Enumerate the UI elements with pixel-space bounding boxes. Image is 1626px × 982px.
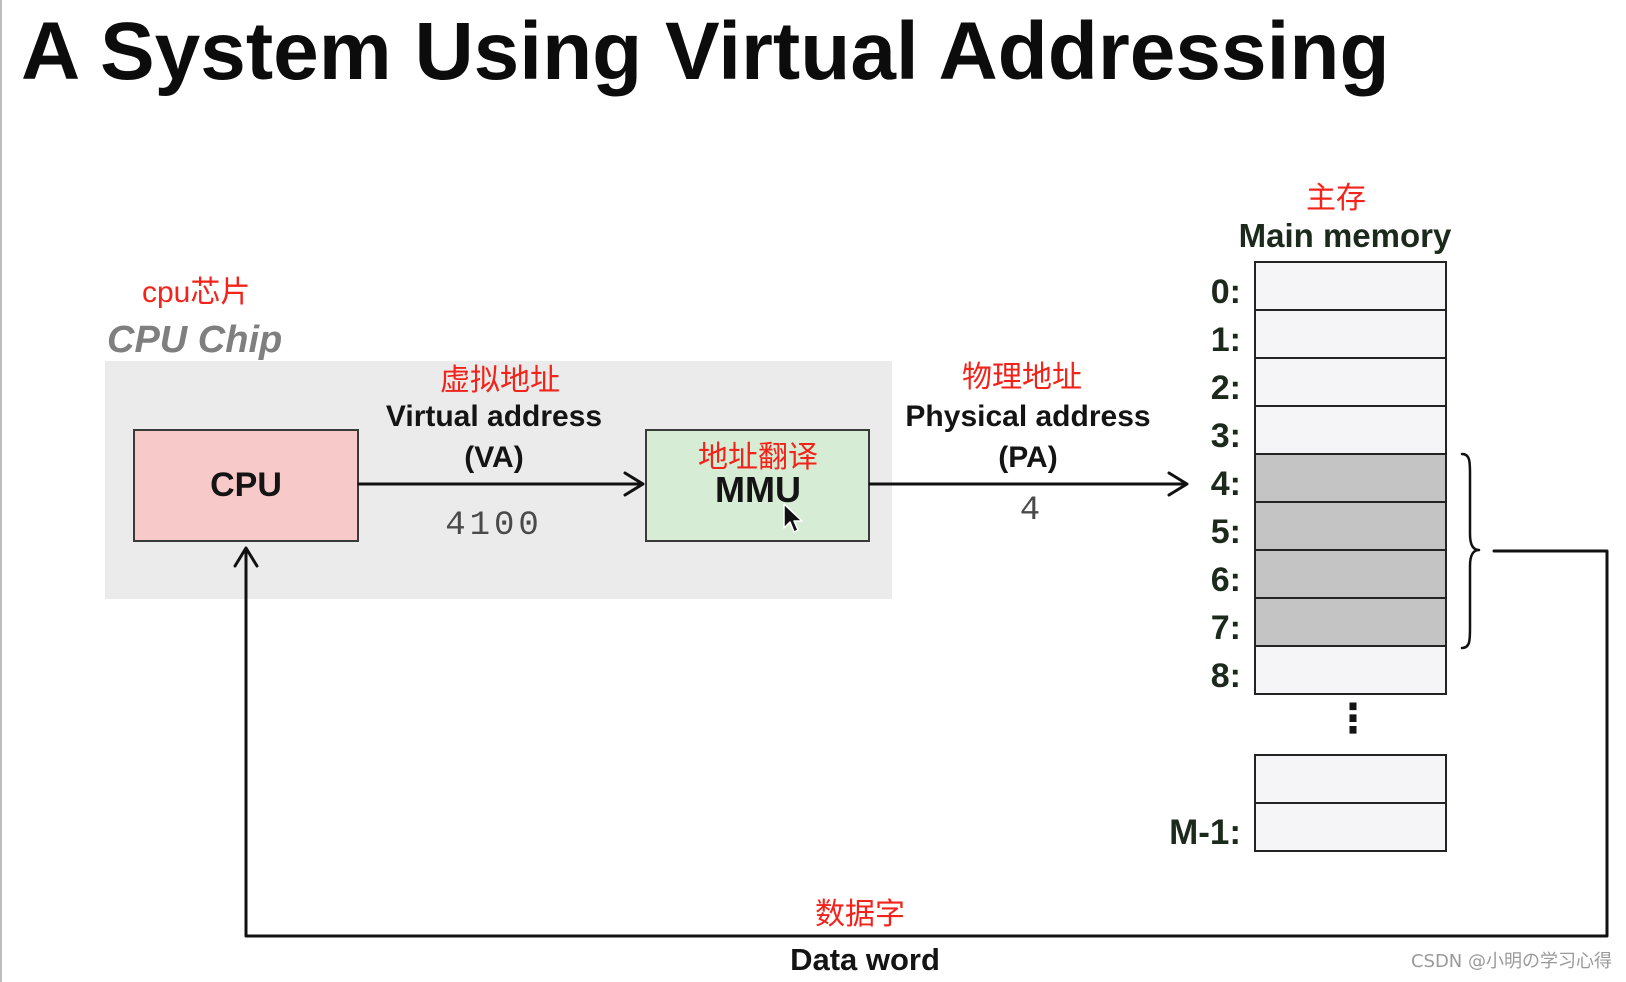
memory-block-brace <box>1460 452 1481 650</box>
slide-title: A System Using Virtual Addressing <box>21 6 1390 97</box>
memory-address-label: 0: <box>1210 273 1241 311</box>
memory-address-label: 2: <box>1210 369 1241 407</box>
cpu-label: CPU <box>210 466 282 504</box>
memory-cell <box>1254 754 1447 804</box>
virtual-address-annotation: 虚拟地址 <box>440 364 560 397</box>
virtual-address-value: 4100 <box>445 507 543 545</box>
memory-cell <box>1254 357 1447 407</box>
memory-address-label: 6: <box>1210 561 1241 599</box>
watermark: CSDN @小明の学习心得 <box>1410 951 1612 972</box>
main-memory-label: Main memory <box>1238 217 1452 254</box>
physical-address-label: Physical address <box>905 400 1151 433</box>
virtual-address-abbr: (VA) <box>464 441 524 474</box>
virtual-address-label: Virtual address <box>385 400 603 433</box>
memory-address-label: 1: <box>1210 321 1241 359</box>
memory-address-label: 4: <box>1210 465 1241 503</box>
physical-address-value: 4 <box>1019 492 1041 530</box>
memory-ellipsis: ⋮ <box>1333 696 1373 742</box>
memory-last-address-label: M-1: <box>1169 813 1241 852</box>
physical-address-abbr: (PA) <box>998 441 1058 474</box>
mmu-annotation: 地址翻译 <box>698 441 818 474</box>
memory-cell <box>1254 405 1447 455</box>
data-word-label: Data word <box>790 942 940 977</box>
physical-address-annotation: 物理地址 <box>962 361 1082 394</box>
data-word-annotation: 数据字 <box>815 898 905 931</box>
memory-cell <box>1254 261 1447 311</box>
memory-cell <box>1254 645 1447 695</box>
memory-address-label: 3: <box>1210 417 1241 455</box>
mmu-box <box>645 429 870 542</box>
cpu-chip-annotation: cpu芯片 <box>142 276 251 309</box>
memory-address-label: 5: <box>1210 513 1241 551</box>
memory-cell <box>1254 549 1447 599</box>
memory-cell <box>1254 597 1447 647</box>
memory-cell <box>1254 309 1447 359</box>
mmu-label: MMU <box>715 469 801 510</box>
memory-cell <box>1254 501 1447 551</box>
memory-address-label: 7: <box>1210 609 1241 647</box>
cpu-chip-label: CPU Chip <box>107 319 283 361</box>
mouse-cursor-icon <box>783 503 803 533</box>
main-memory-annotation: 主存 <box>1306 182 1366 215</box>
cpu-box: CPU <box>133 429 359 542</box>
memory-address-label: 8: <box>1210 657 1241 695</box>
memory-cell <box>1254 453 1447 503</box>
memory-cell-last <box>1254 802 1447 852</box>
window-edge <box>0 0 2 982</box>
